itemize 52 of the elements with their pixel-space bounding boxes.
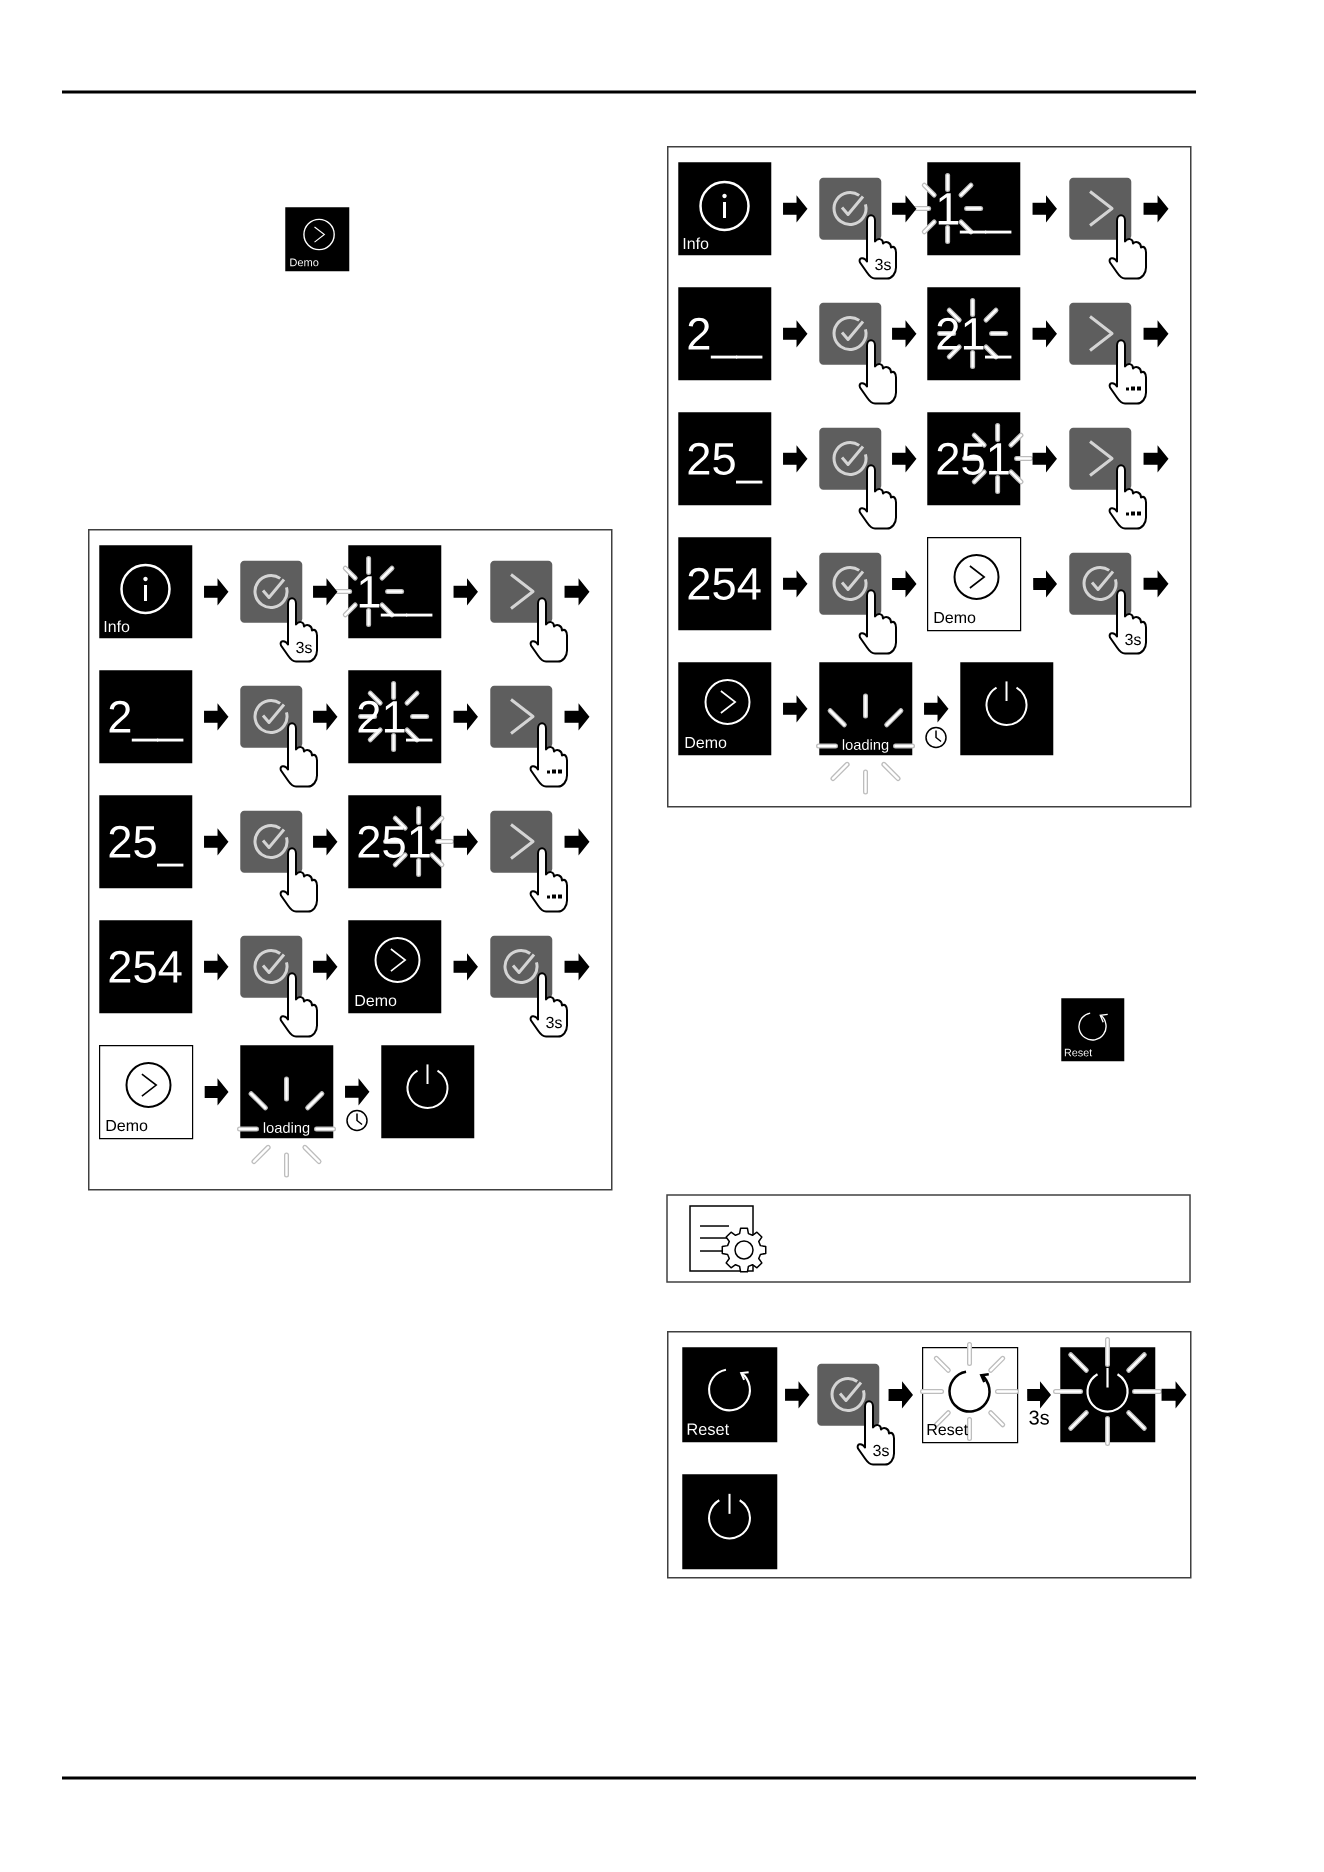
confirm-button — [819, 552, 897, 655]
next-button — [490, 810, 568, 913]
reset-tile: Reset — [920, 1342, 1019, 1444]
node-label: 3s — [296, 641, 312, 654]
confirm-button — [240, 810, 318, 913]
power-tile — [1053, 1337, 1162, 1446]
info-tile: Info — [678, 162, 772, 256]
display-tile: 25_ — [99, 795, 193, 889]
confirm-button: 3s — [240, 560, 318, 663]
display-tile: 1__ — [333, 545, 442, 639]
confirm-button — [240, 685, 318, 788]
display-tile: 1__ — [912, 162, 1021, 256]
demo-tile: Demo — [99, 1045, 194, 1140]
reset-tile: Reset — [1061, 998, 1125, 1062]
panel — [667, 1331, 1192, 1579]
confirm-button: 3s — [819, 177, 897, 280]
demo-tile: Demo — [927, 537, 1022, 632]
demo-tile: Demo — [285, 207, 350, 272]
node-label: 3s — [1125, 633, 1141, 646]
power-tile — [960, 662, 1054, 756]
display-tile: 254 — [99, 920, 193, 1014]
loading-tile: loading — [816, 662, 915, 795]
panel — [667, 146, 1192, 808]
display-tile: 2__ — [99, 670, 193, 764]
display-tile: 25_ — [678, 412, 772, 506]
loading-tile: loading — [237, 1045, 336, 1178]
node-label: 3s — [546, 1016, 562, 1029]
confirm-button: 3s — [490, 935, 568, 1038]
next-button — [1069, 177, 1147, 280]
confirm-button: 3s — [1069, 552, 1147, 655]
next-button — [1069, 427, 1147, 530]
confirm-button: 3s — [817, 1363, 895, 1466]
demo-tile: Demo — [348, 920, 442, 1014]
info-tile: Info — [99, 545, 193, 639]
display-tile: 254 — [678, 537, 772, 631]
node-label: 3s — [873, 1444, 889, 1457]
reset-tile: Reset — [682, 1347, 778, 1443]
display-tile: 2__ — [678, 287, 772, 381]
confirm-button — [819, 427, 897, 530]
next-button — [490, 685, 568, 788]
next-button — [1069, 302, 1147, 405]
display-tile: 251 — [927, 412, 1034, 506]
power-tile — [381, 1045, 475, 1139]
confirm-button — [240, 935, 318, 1038]
node-label: 3s — [875, 258, 891, 271]
edge-label: 3s — [1027, 1409, 1051, 1427]
next-button — [490, 560, 568, 663]
power-tile — [682, 1474, 778, 1570]
demo-tile: Demo — [678, 662, 772, 756]
panel — [88, 529, 613, 1191]
confirm-button — [819, 302, 897, 405]
display-tile: 251 — [348, 795, 455, 889]
